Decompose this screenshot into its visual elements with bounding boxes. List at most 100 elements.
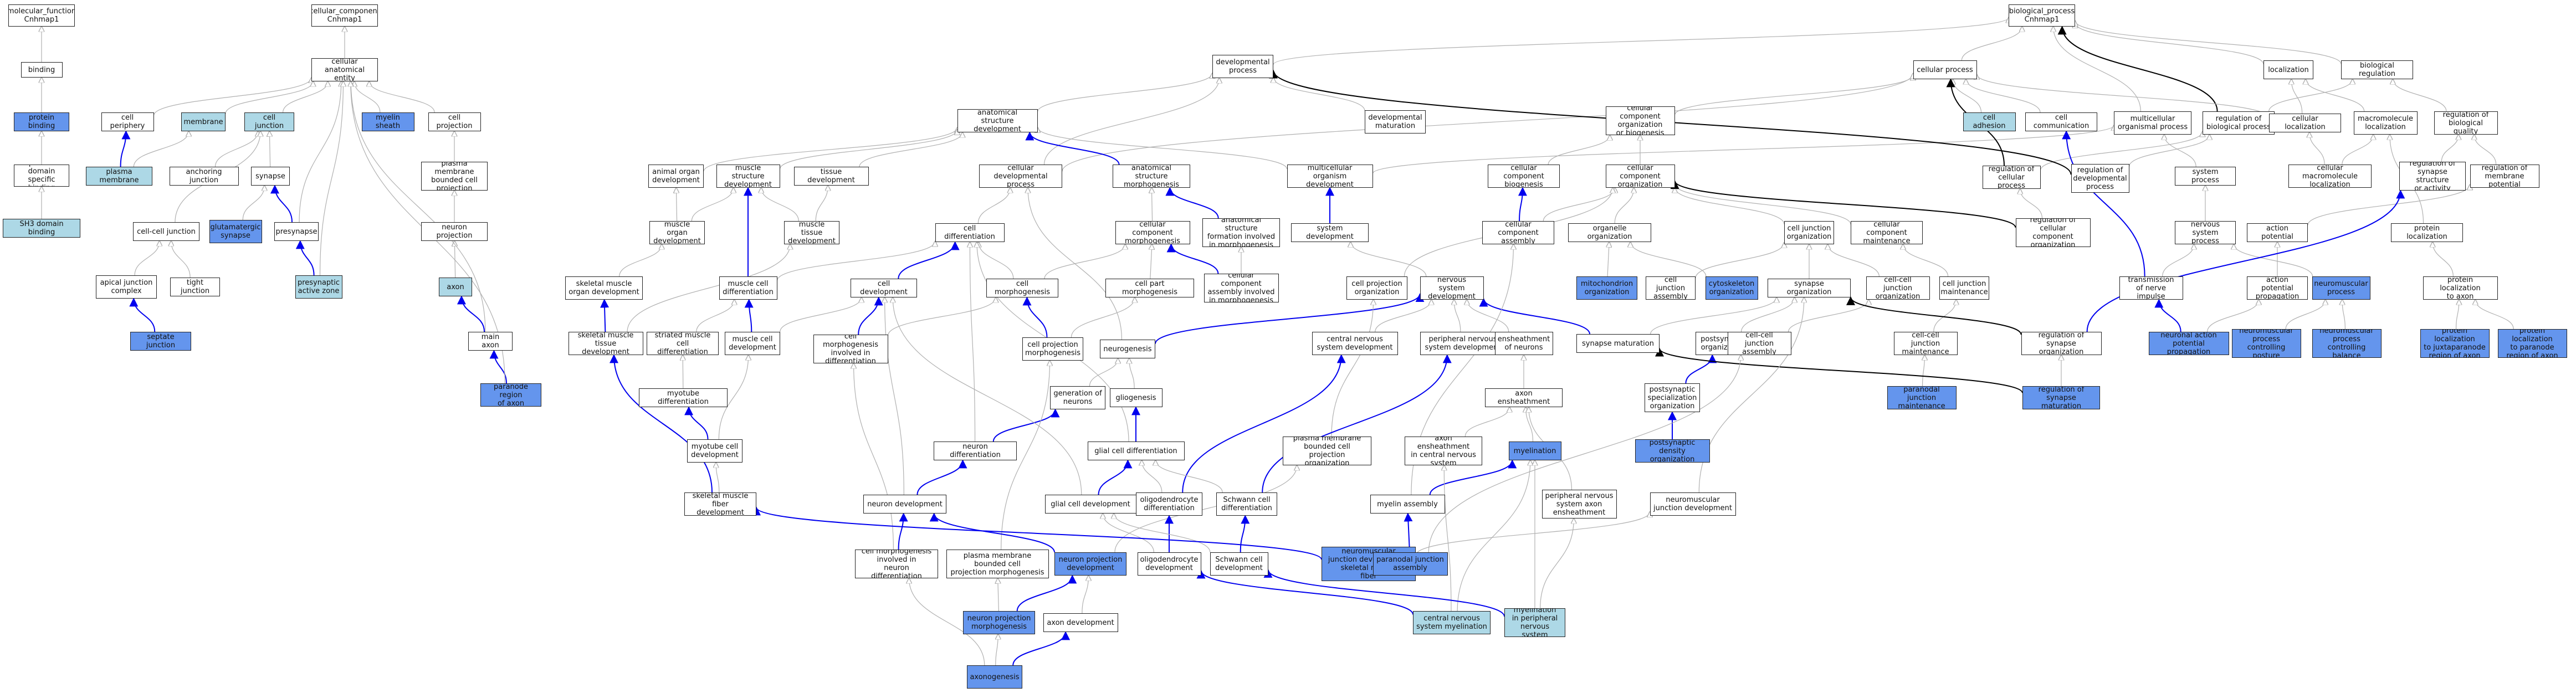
go-term-node[interactable]: Schwann cell differentiation	[1216, 492, 1277, 516]
go-term-node[interactable]: anatomical structure development	[957, 109, 1038, 132]
go-term-node[interactable]: muscle organ development	[649, 221, 705, 244]
go-term-node[interactable]: nervous system process	[2175, 221, 2236, 244]
go-term-node[interactable]: main axon	[468, 332, 513, 351]
go-term-node[interactable]: axon development	[1043, 613, 1118, 632]
go-term-node[interactable]: cell part morphogenesis	[1105, 279, 1194, 297]
go-term-node[interactable]: muscle structure development	[716, 165, 780, 188]
go-term-node[interactable]: protein binding	[14, 112, 69, 131]
go-term-node[interactable]: cell differentiation	[935, 223, 1005, 242]
go-term-node[interactable]: generation of neurons	[1050, 386, 1105, 409]
go-term-node[interactable]: paranodal junction maintenance	[1887, 386, 1957, 409]
go-term-node[interactable]: protein localization	[2391, 223, 2463, 242]
go-term-node[interactable]: regulation of synapse organization	[2021, 332, 2102, 355]
go-term-node[interactable]: glial cell development	[1044, 495, 1136, 514]
go-term-node[interactable]: protein localization to axon	[2423, 276, 2498, 300]
go-term-node[interactable]: regulation of synapse structure or activ…	[2399, 162, 2466, 191]
go-term-node[interactable]: myelination in peripheral nervous system	[1504, 608, 1565, 637]
go-term-node[interactable]: cell-cell junction	[133, 222, 199, 241]
go-term-node[interactable]: Schwann cell development	[1210, 552, 1268, 576]
go-term-node[interactable]: myelin assembly	[1370, 495, 1445, 514]
go-term-node[interactable]: action potential	[2247, 223, 2308, 242]
go-term-node[interactable]: striated muscle cell differentiation	[647, 332, 719, 355]
go-term-node[interactable]: central nervous system myelination	[1413, 611, 1491, 634]
go-term-node[interactable]: plasma membrane bounded cell projection …	[946, 550, 1049, 578]
go-term-node[interactable]: ensheathment of neurons	[1494, 332, 1553, 355]
go-term-node[interactable]: cell periphery	[101, 112, 154, 131]
go-term-node[interactable]: regulation of biological quality	[2434, 111, 2498, 135]
go-term-node[interactable]: plasma membrane bounded cell projection …	[1283, 437, 1371, 465]
go-term-node[interactable]: transmission of nerve impulse	[2119, 276, 2183, 300]
go-term-node[interactable]: cytoskeleton organization	[1705, 276, 1758, 300]
go-term-node[interactable]: regulation of developmental process	[2071, 164, 2129, 193]
go-term-node[interactable]: macromolecule localization	[2353, 111, 2418, 135]
go-term-node[interactable]: cellular_component Cnhmap1	[311, 4, 378, 27]
go-term-node[interactable]: myotube cell development	[687, 439, 742, 463]
go-term-node[interactable]: muscle cell development	[725, 332, 780, 355]
go-term-node[interactable]: cell-cell junction assembly	[1727, 332, 1791, 355]
go-term-node[interactable]: postsynaptic specialization organization	[1645, 383, 1700, 412]
go-term-node[interactable]: organelle organization	[1568, 223, 1651, 242]
go-term-node[interactable]: tissue development	[793, 167, 869, 186]
go-term-node[interactable]: regulation of synapse maturation	[2022, 386, 2100, 409]
go-term-node[interactable]: regulation of cellular process	[1982, 166, 2041, 189]
go-term-node[interactable]: muscle cell differentiation	[719, 276, 777, 300]
go-term-node[interactable]: neuromuscular process	[2312, 276, 2370, 300]
go-term-node[interactable]: protein localization to juxtaparanode re…	[2420, 329, 2490, 358]
go-term-node[interactable]: action potential propagation	[2247, 276, 2308, 300]
go-term-node[interactable]: cellular anatomical entity	[311, 58, 378, 81]
go-term-node[interactable]: cellular component assembly involved in …	[1204, 274, 1279, 302]
go-term-node[interactable]: molecular_function Cnhmap1	[8, 4, 75, 27]
go-term-node[interactable]: cell morphogenesis	[986, 279, 1058, 297]
go-term-node[interactable]: cell communication	[2025, 112, 2097, 131]
go-term-node[interactable]: skeletal muscle fiber development	[684, 492, 756, 516]
go-term-node[interactable]: tight junction	[170, 278, 220, 296]
go-term-node[interactable]: biological_process Cnhmap1	[2009, 4, 2075, 27]
go-term-node[interactable]: oligodendrocyte differentiation	[1136, 492, 1202, 516]
go-term-node[interactable]: presynapse	[274, 222, 319, 241]
go-term-node[interactable]: paranode region of axon	[480, 383, 541, 407]
go-term-node[interactable]: multicellular organism development	[1287, 165, 1373, 188]
go-term-node[interactable]: cellular component assembly	[1482, 221, 1554, 244]
go-term-node[interactable]: cellular localization	[2269, 114, 2341, 132]
go-term-node[interactable]: peripheral nervous system development	[1420, 332, 1506, 355]
go-term-node[interactable]: anatomical structure formation involved …	[1202, 218, 1280, 247]
go-term-node[interactable]: cellular component maintenance	[1851, 221, 1923, 244]
go-term-node[interactable]: regulation of membrane potential	[2470, 165, 2539, 188]
go-term-node[interactable]: regulation of cellular component organiz…	[2015, 218, 2091, 247]
go-term-node[interactable]: neuromuscular process controlling postur…	[2231, 329, 2301, 358]
go-term-node[interactable]: apical junction complex	[96, 275, 157, 299]
go-term-node[interactable]: postsynaptic density organization	[1635, 439, 1710, 463]
go-term-node[interactable]: neuron development	[863, 495, 946, 514]
go-term-node[interactable]: developmental maturation	[1365, 110, 1426, 134]
go-term-node[interactable]: membrane	[181, 112, 226, 131]
go-term-node[interactable]: biological regulation	[2341, 60, 2413, 79]
go-term-node[interactable]: cellular component organization	[1605, 165, 1675, 188]
go-term-node[interactable]: gliogenesis	[1109, 388, 1162, 407]
go-term-node[interactable]: system development	[1291, 223, 1369, 242]
go-term-node[interactable]: cellular component biogenesis	[1488, 165, 1560, 188]
go-term-node[interactable]: multicellular organismal process	[2114, 111, 2191, 135]
go-term-node[interactable]: myotube differentiation	[639, 388, 728, 407]
go-term-node[interactable]: nervous system development	[1420, 276, 1484, 300]
go-term-node[interactable]: system process	[2175, 167, 2236, 186]
go-term-node[interactable]: cell junction assembly	[1646, 276, 1696, 300]
go-term-node[interactable]: synapse organization	[1768, 279, 1851, 297]
go-term-node[interactable]: glial cell differentiation	[1087, 442, 1185, 460]
go-term-node[interactable]: cellular macromolecule localization	[2288, 165, 2372, 188]
go-term-node[interactable]: skeletal muscle organ development	[565, 276, 643, 300]
go-term-node[interactable]: binding	[21, 62, 63, 78]
go-term-node[interactable]: skeletal muscle tissue development	[568, 332, 643, 355]
go-term-node[interactable]: cellular developmental process	[979, 165, 1062, 188]
go-term-node[interactable]: synapse maturation	[1576, 334, 1660, 353]
go-term-node[interactable]: anatomical structure morphogenesis	[1113, 165, 1190, 188]
go-term-node[interactable]: oligodendrocyte development	[1137, 552, 1201, 576]
go-term-node[interactable]: cell development	[851, 279, 917, 297]
go-term-node[interactable]: cell morphogenesis involved in neuron di…	[855, 550, 938, 578]
go-term-node[interactable]: neuron projection morphogenesis	[963, 611, 1035, 634]
go-term-node[interactable]: cell junction maintenance	[1939, 276, 1989, 300]
go-term-node[interactable]: cell projection morphogenesis	[1022, 337, 1083, 361]
go-term-node[interactable]: cell morphogenesis involved in different…	[813, 335, 888, 363]
go-term-node[interactable]: peripheral nervous system axon ensheathm…	[1541, 490, 1617, 519]
go-term-node[interactable]: neuronal action potential propagation	[2148, 332, 2229, 355]
go-term-node[interactable]: axon ensheathment in central nervous sys…	[1405, 437, 1482, 465]
